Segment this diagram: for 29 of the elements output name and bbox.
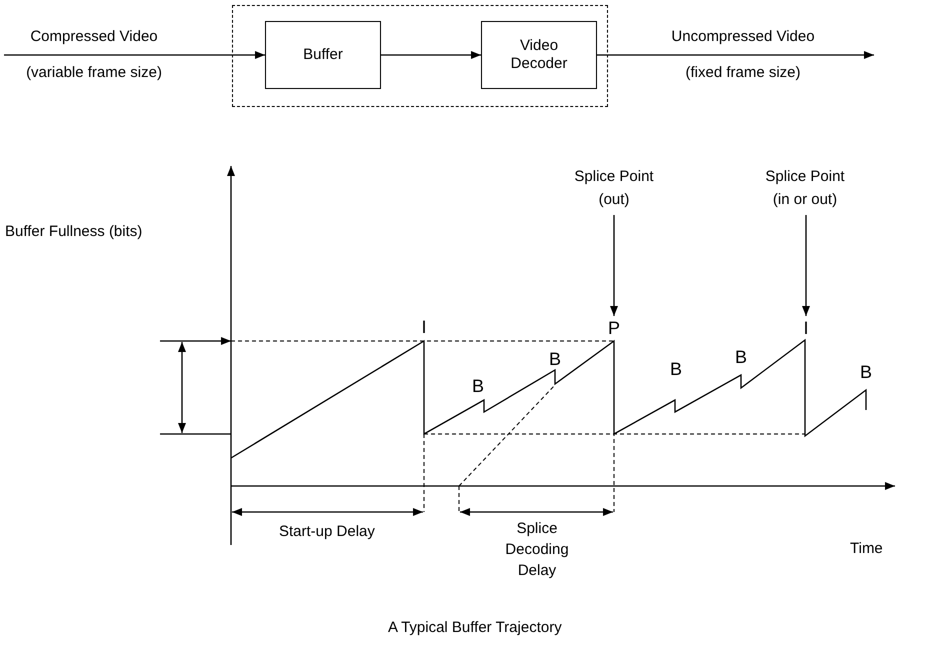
frame-label: B [860,363,872,381]
box-label: Video Decoder [510,37,568,73]
axis-label: Buffer Fullness (bits) [5,223,142,241]
output-label: (fixed frame size) [684,64,802,82]
arrow [597,51,874,59]
caption: A Typical Buffer Trajectory [388,619,562,637]
arrow [802,215,810,316]
frame-label: I [802,318,810,338]
frame-label: B [735,348,748,366]
output-label: Uncompressed Video [670,28,816,46]
frame-label: B [472,377,484,395]
callout-label: Splice Point (out) [573,167,655,210]
dashed-group-box [232,5,608,107]
box-label: Buffer [302,46,344,64]
arrow [4,51,265,59]
dimension-label: Start-up Delay [279,523,375,541]
arrow [381,51,481,59]
frame-label: P [606,318,621,338]
dimension-label: Splice Decoding Delay [504,519,570,581]
input-label: (variable frame size) [25,64,163,82]
axis-label: Time [850,540,883,558]
frame-label: B [549,350,562,368]
process-box [265,21,381,89]
input-label: Compressed Video [29,28,159,46]
arrow [610,215,618,316]
process-box [481,21,597,89]
callout-label: Splice Point (in or out) [764,167,846,210]
frame-label: B [670,360,682,378]
frame-label: I [422,318,427,336]
